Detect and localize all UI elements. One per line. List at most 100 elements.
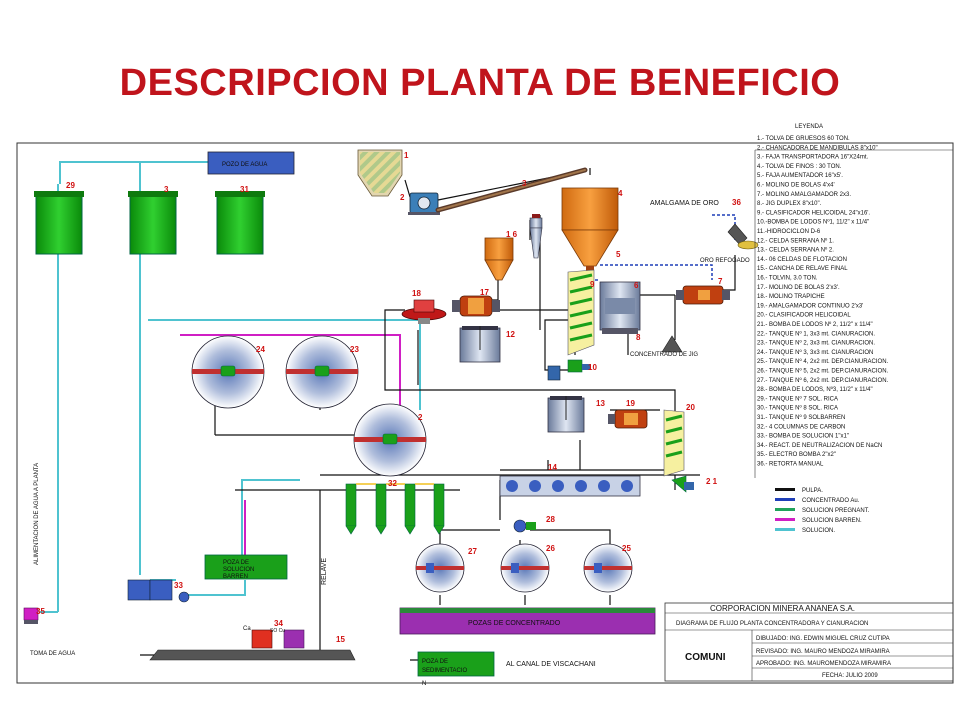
fecha-text: FECHA: JULIO 2009: [822, 673, 878, 679]
legend-item: 30.- TANQUE Nº 8 SOL. RICA: [757, 405, 838, 412]
legend-item: 28.- BOMBA DE LODOS, Nº3, 11/2" x 11/4": [757, 386, 873, 393]
cancha-relave: [149, 649, 356, 661]
label-14: 14: [548, 463, 557, 472]
legend-item: 33.- BOMBA DE SOLUCION 1"x1": [757, 434, 849, 440]
label-21: 2 1: [706, 477, 718, 486]
tank-31: [215, 191, 265, 255]
poza-barren-label-3: BARREN: [223, 574, 248, 580]
dibujado-text: DIBUJADO: ING. EDWIN MIGUEL CRUZ CUTIPA: [756, 636, 890, 642]
reactivo-socu: SO Cu: [270, 628, 285, 634]
legend-item: 21.- BOMBA DE LODOS Nº 2, 11/2" x 11/4": [757, 321, 873, 328]
legend-item: 9.- CLASIFICADOR HELICOIDAL 24"x16'.: [757, 210, 870, 216]
legend-item: 2.- CHANCADORA DE MANDIBULAS 8"x10": [757, 145, 878, 151]
legend-item: 36.- RETORTA MANUAL: [757, 462, 824, 468]
label-36: 36: [732, 198, 741, 207]
legend-item: 18.- MOLINO TRAPICHE: [757, 294, 825, 300]
legend-item: 1.- TOLVA DE GRUESOS 60 TON.: [757, 136, 850, 142]
pozas-de-concentrado-label: POZAS DE CONCENTRADO: [468, 620, 561, 627]
drawing-subtitle: DIAGRAMA DE FLUJO PLANTA CONCENTRADORA Y…: [676, 621, 868, 627]
bomba-10: [567, 359, 590, 373]
tank-29: [34, 191, 84, 255]
company-name: CORPORACION MINERA ANANEA S.A.: [710, 604, 855, 613]
label-1: 1: [404, 151, 409, 160]
legend-line-swatch: [775, 508, 795, 511]
label-7: 7: [718, 277, 723, 286]
legend-item: 32.- 4 COLUMNAS DE CARBON: [757, 424, 845, 430]
legend-item: 12.- CELDA SERRANA Nº 1.: [757, 237, 834, 244]
tank-30: [128, 191, 178, 255]
revisado-text: REVISADO: ING. MAURO MENDOZA MIRAMIRA: [756, 649, 890, 655]
legend-item: 8.- JIG DUPLEX 8"x10".: [757, 201, 822, 207]
label-23: 23: [350, 345, 359, 354]
label-16: 1 6: [506, 230, 518, 239]
poza-barren-label-2: SOLUCION: [223, 567, 254, 573]
label-34: 34: [274, 619, 283, 628]
label-15: 15: [336, 635, 345, 644]
legend-item: 27.- TANQUE Nº 6, 2x2 mt. DEP.CIANURACIO…: [757, 377, 889, 384]
label-5: 5: [616, 250, 621, 259]
legend-item: 22.- TANQUE Nº 1, 3x3 mt. CIANURACION.: [757, 330, 875, 337]
pulp-pipes: [140, 168, 736, 661]
legend-list: 1.- TOLVA DE GRUESOS 60 TON. 2.- CHANCADO…: [757, 136, 889, 468]
label-35: 35: [36, 607, 45, 616]
faja-transportadora: [435, 167, 588, 213]
poza-barren-label-1: POZA DE: [223, 560, 249, 566]
label-9: 9: [590, 280, 595, 289]
retorta: [727, 223, 759, 250]
legend-item: 31.- TANQUE Nº 9 SOLBARREN: [757, 414, 845, 421]
celdas-flotacion: [499, 475, 641, 497]
tolva-gruesos: [357, 149, 403, 197]
label-32: 32: [388, 479, 397, 488]
legend-item: 24.- TANQUE Nº 3, 3x3 mt. CIANURACION: [757, 349, 873, 356]
pozas-de-concentrado-top: [400, 608, 655, 613]
tanque-27: [415, 543, 465, 593]
legend-line-label: SOLUCION.: [802, 528, 835, 534]
oro-refogado-label: ORO REFOGADO: [700, 258, 750, 264]
label-26: 26: [546, 544, 555, 553]
label-17: 17: [480, 288, 489, 297]
alimentacion-label: ALIMENTACION DE AGUA A PLANTA: [34, 463, 40, 565]
barren-pipes: [180, 334, 401, 555]
label-24: 24: [256, 345, 265, 354]
relave-label: RELAVE: [321, 558, 328, 585]
legend-item: 29.- TANQUE Nº 7 SOL. RICA: [757, 395, 838, 402]
legend-line-swatch: [775, 488, 795, 491]
label-22: 2: [418, 413, 423, 422]
label-18: 18: [412, 289, 421, 298]
diagram-frame: [16, 142, 954, 684]
page-title: DESCRIPCION PLANTA DE BENEFICIO: [119, 62, 841, 104]
hidrociclon: [529, 214, 543, 259]
toma-agua-label: TOMA DE AGUA: [30, 651, 75, 657]
legend-item: 14.- 06 CELDAS DE FLOTACION: [757, 257, 847, 263]
legend-line-label: PULPA.: [802, 488, 823, 494]
label-19: 19: [626, 399, 635, 408]
label-25: 25: [622, 544, 631, 553]
label-13: 13: [596, 399, 605, 408]
legend-item: 35.- ELECTRO BOMBA 2"x2": [757, 452, 836, 458]
bomba-28: [513, 519, 536, 533]
legend-item: 11.-HIDROCICLON D-6: [757, 229, 821, 235]
label-27: 27: [468, 547, 477, 556]
concentrado-jig-pile: [661, 335, 683, 353]
title-block: [664, 602, 954, 682]
molino-amalgamador-7: [676, 285, 730, 305]
poza-solucion-barren: [204, 554, 288, 580]
legend-line-swatch: [775, 528, 795, 531]
electro-bomba-35: [23, 607, 39, 624]
label-8: 8: [636, 333, 641, 342]
label-4: 4: [618, 189, 623, 198]
solution-pipes: [40, 161, 421, 613]
legend-item: 16.- TOLVIN, 3.0 TON.: [757, 276, 818, 282]
legend-line-label: SOLUCION BARREN.: [802, 518, 862, 524]
label-6: 6: [634, 281, 639, 290]
legend-item: 26.- TANQUE Nº 5, 2x2 mt. DEP.CIANURACIO…: [757, 368, 889, 375]
reactor-neutralizacion: [251, 629, 305, 649]
tanque-26: [500, 543, 550, 593]
label-30: 3: [164, 185, 169, 194]
legend-item: 20.- CLASIFICADOR HELICOIDAL: [757, 313, 851, 319]
label-10: 10: [588, 363, 597, 372]
tolvin: [484, 237, 514, 281]
tanque-25: [583, 543, 633, 593]
bomba-21: [671, 475, 694, 493]
